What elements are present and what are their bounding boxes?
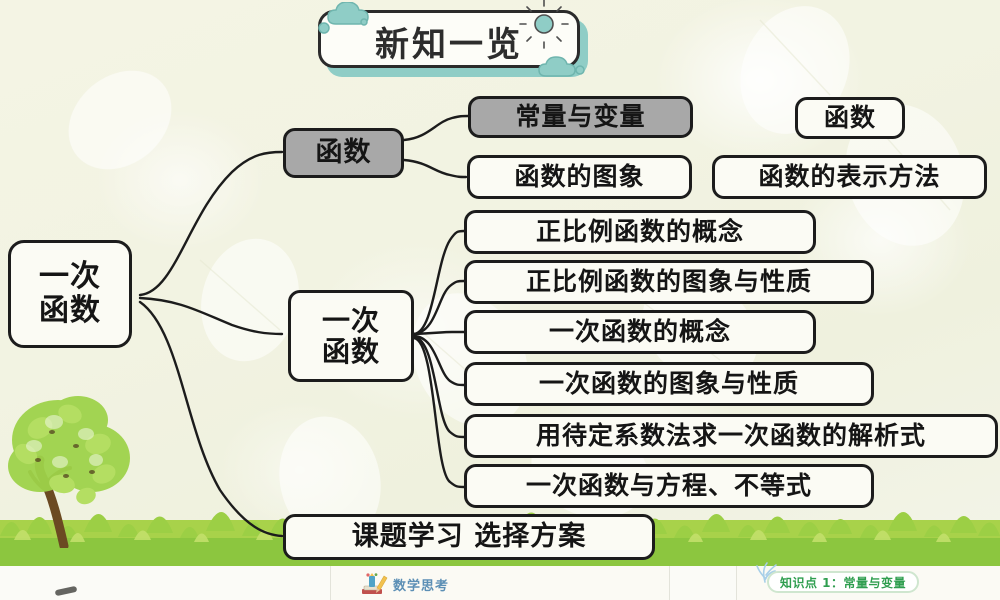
root-node-label-1: 一次	[39, 259, 101, 295]
branch-node-function-label: 函数	[315, 136, 372, 168]
branch-node-function[interactable]: 函数	[283, 128, 404, 178]
child-node-equation-inequality[interactable]: 一次函数与方程、不等式	[464, 464, 874, 508]
root-node-label-2: 函数	[39, 293, 101, 328]
footer-bar: 数学思考 知识点 1：常量与变量	[0, 562, 1000, 600]
tree-icon	[8, 396, 130, 548]
status-badge[interactable]: 知识点 1：常量与变量	[767, 571, 920, 593]
child-node-linear-graph-label: 一次函数的图象与性质	[538, 368, 799, 398]
branch-node-linear-function[interactable]: 一次 函数	[288, 290, 414, 382]
extra-node-function-label: 函数	[823, 102, 876, 132]
sun-icon	[519, 0, 569, 49]
extra-node-function[interactable]: 函数	[795, 97, 905, 139]
title-banner: 新知一览	[318, 0, 588, 77]
child-node-undetermined-coefficients-label: 用待定系数法求一次函数的解析式	[535, 420, 926, 450]
knowledge-point-label: 知识点 1：常量与变量	[780, 575, 907, 590]
math-think-label: 数学思考	[393, 578, 450, 594]
child-node-proportional-concept[interactable]: 正比例函数的概念	[464, 210, 816, 254]
footer-right-panel: 知识点 1：常量与变量	[736, 562, 1000, 600]
footer-center-panel: 数学思考	[330, 566, 670, 600]
slide-canvas: 新知一览 一次 函数 函数	[0, 0, 1000, 566]
extra-node-representation[interactable]: 函数的表示方法	[712, 155, 987, 199]
child-node-linear-graph[interactable]: 一次函数的图象与性质	[464, 362, 874, 406]
cloud-icon	[538, 56, 585, 77]
child-node-proportional-graph-label: 正比例函数的图象与性质	[525, 266, 812, 296]
child-node-function-graph-label: 函数的图象	[514, 161, 645, 191]
page-title: 新知一览	[375, 24, 523, 65]
child-node-linear-concept-label: 一次函数的概念	[548, 316, 731, 346]
child-node-constant-variable[interactable]: 常量与变量	[468, 96, 693, 138]
child-node-undetermined-coefficients[interactable]: 用待定系数法求一次函数的解析式	[464, 414, 998, 458]
child-node-proportional-concept-label: 正比例函数的概念	[535, 216, 744, 246]
book-pencil-icon	[362, 573, 388, 594]
branch-node-project-study[interactable]: 课题学习 选择方案	[283, 514, 655, 560]
child-node-constant-variable-label: 常量与变量	[515, 101, 646, 131]
math-think-group: 数学思考	[359, 572, 449, 596]
branch-node-linear-label-1: 一次	[321, 303, 380, 337]
root-node[interactable]: 一次 函数	[8, 240, 132, 348]
child-node-proportional-graph[interactable]: 正比例函数的图象与性质	[464, 260, 874, 304]
cloud-icon	[318, 2, 369, 34]
corner-mark-icon	[54, 585, 78, 597]
extra-node-representation-label: 函数的表示方法	[758, 161, 941, 191]
child-node-equation-inequality-label: 一次函数与方程、不等式	[525, 470, 812, 500]
branch-node-project-study-label: 课题学习 选择方案	[351, 520, 587, 552]
branch-node-linear-label-2: 函数	[321, 335, 380, 368]
child-node-linear-concept[interactable]: 一次函数的概念	[464, 310, 816, 354]
child-node-function-graph[interactable]: 函数的图象	[467, 155, 692, 199]
mindmap-connectors	[138, 114, 470, 538]
